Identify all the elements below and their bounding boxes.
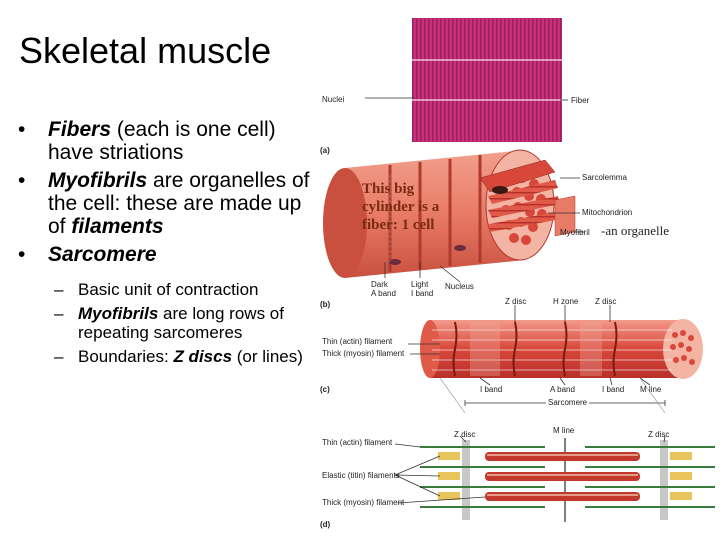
label-sarcolemma: Sarcolemma bbox=[582, 173, 627, 182]
term-myofibrils: Myofibrils bbox=[48, 169, 148, 192]
label-thin-filament-d: Thin (actin) filament bbox=[322, 438, 393, 447]
label-z-disc-d-left: Z disc bbox=[454, 430, 476, 439]
annotation-organelle: -an organelle bbox=[601, 223, 669, 238]
term-filaments: filaments bbox=[71, 215, 164, 238]
bullet-list: • Fibers (each is one cell) have striati… bbox=[18, 118, 318, 371]
label-m-line-d: M line bbox=[553, 426, 575, 435]
label-a-band: A band bbox=[550, 385, 575, 394]
fiber-micrograph bbox=[412, 18, 562, 142]
bullet-fibers: • Fibers (each is one cell) have striati… bbox=[18, 118, 318, 164]
subbullet-text: Basic unit of contraction bbox=[78, 280, 259, 299]
label-z-disc-d-right: Z disc bbox=[648, 430, 670, 439]
filament-detail bbox=[420, 438, 715, 522]
label-m-line: M line bbox=[640, 385, 662, 394]
subbullet-basic-unit: – Basic unit of contraction bbox=[18, 280, 318, 299]
fiber-cylinder bbox=[323, 149, 576, 278]
label-a: (a) bbox=[320, 146, 330, 155]
bullet-sarcomere: • Sarcomere bbox=[18, 243, 318, 266]
label-elastic-filaments: Elastic (titin) filaments bbox=[322, 471, 400, 480]
label-thick-filament-d: Thick (myosin) filament bbox=[322, 498, 405, 507]
bullet-marker: • bbox=[18, 169, 26, 192]
label-sarcomere: Sarcomere bbox=[546, 398, 590, 407]
term-z-discs: Z discs bbox=[173, 347, 233, 366]
slide-title: Skeletal muscle bbox=[19, 30, 272, 71]
label-h-zone: H zone bbox=[553, 297, 579, 306]
bullet-myofibrils: • Myofibrils are organelles of the cell:… bbox=[18, 169, 318, 238]
label-c: (c) bbox=[320, 385, 330, 394]
label-mitochondrion: Mitochondrion bbox=[582, 208, 633, 217]
label-d: (d) bbox=[320, 520, 331, 529]
label-nucleus: Nucleus bbox=[445, 282, 474, 291]
bullet-text: are organelles of the cell: these are ma… bbox=[48, 169, 310, 238]
dash-marker: – bbox=[54, 280, 64, 299]
label-dark-a-band: Dark A band bbox=[371, 280, 396, 298]
annotation-line: cylinder is a bbox=[362, 199, 440, 215]
label-b: (b) bbox=[320, 300, 331, 309]
bullet-marker: • bbox=[18, 118, 26, 141]
label-myofibril: Myofibril bbox=[560, 228, 590, 237]
label-light-i-band: Light I band bbox=[411, 280, 434, 298]
term-fibers: Fibers bbox=[48, 118, 112, 141]
annotation-fiber-cylinder: This big cylinder is a fiber: 1 cell bbox=[362, 180, 439, 234]
label-thin-filament: Thin (actin) filament bbox=[322, 337, 393, 346]
term-myofibrils-sub: Myofibrils bbox=[78, 304, 159, 323]
subbullet-boundaries: – Boundaries: Z discs (or lines) bbox=[18, 347, 318, 366]
annotation-line: fiber: 1 cell bbox=[362, 217, 435, 233]
dash-marker: – bbox=[54, 347, 64, 366]
bullet-text: (each is one cell) have striations bbox=[48, 118, 276, 164]
label-fiber: Fiber bbox=[571, 96, 590, 105]
label-thick-filament: Thick (myosin) filament bbox=[322, 349, 405, 358]
subbullet-text: (or lines) bbox=[232, 347, 303, 366]
label-i-band-left: I band bbox=[480, 385, 503, 394]
subbullet-myofibrils: – Myofibrils are long rows of repeating … bbox=[18, 304, 318, 342]
label-z-disc-right: Z disc bbox=[595, 297, 617, 306]
label-nuclei: Nuclei bbox=[322, 95, 345, 104]
label-z-disc-left: Z disc bbox=[505, 297, 527, 306]
subbullet-text: are long rows of repeating sarcomeres bbox=[78, 304, 284, 342]
myofibril-illustration bbox=[420, 319, 703, 379]
dash-marker: – bbox=[54, 304, 64, 323]
term-sarcomere: Sarcomere bbox=[48, 243, 157, 266]
label-i-band-right: I band bbox=[602, 385, 625, 394]
annotation-line: This big bbox=[362, 181, 415, 197]
subbullet-text: Boundaries: bbox=[78, 347, 174, 366]
bullet-marker: • bbox=[18, 243, 26, 266]
